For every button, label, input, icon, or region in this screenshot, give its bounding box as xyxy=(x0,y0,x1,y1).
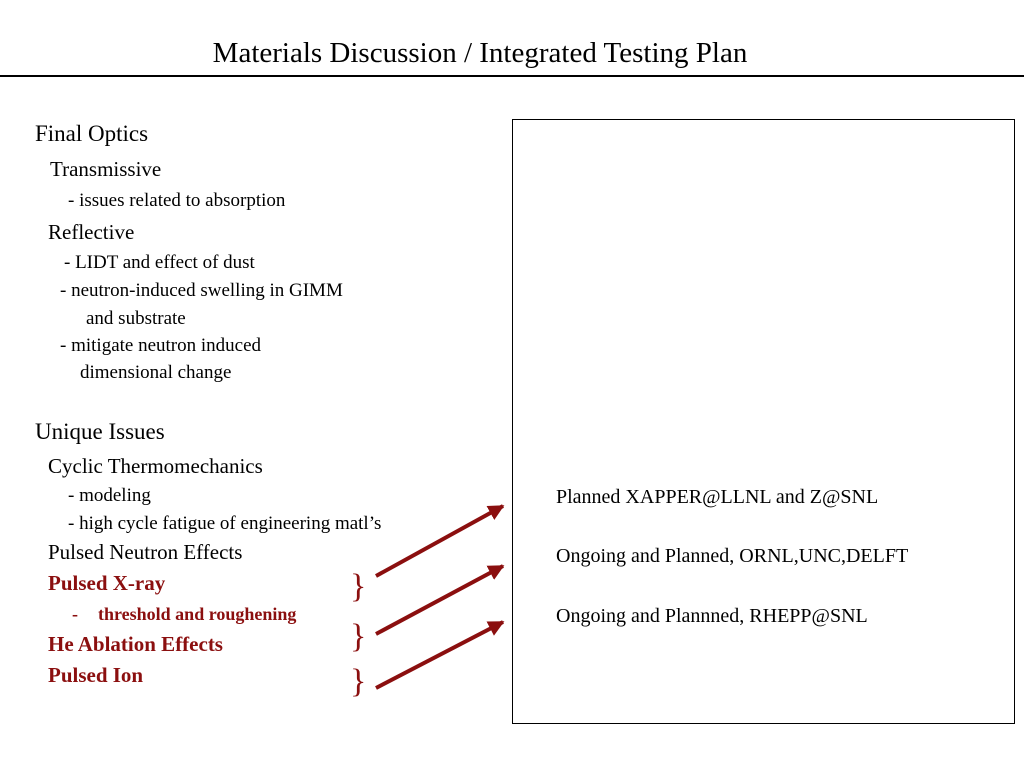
bullet-lidt: - LIDT and effect of dust xyxy=(64,252,255,273)
bullet-mitigate-cont: dimensional change xyxy=(80,362,232,383)
subheading-cyclic: Cyclic Thermomechanics xyxy=(48,454,263,478)
arrow-he-ablation xyxy=(375,564,505,636)
bullet-fatigue: - high cycle fatigue of engineering matl… xyxy=(68,513,382,534)
brace-xray: } xyxy=(350,568,367,605)
title-divider xyxy=(0,75,1024,77)
testing-plan-box xyxy=(512,119,1015,724)
subheading-pulsed-ion: Pulsed Ion xyxy=(48,663,144,687)
arrow-pulsed-ion xyxy=(375,620,505,690)
heading-unique-issues: Unique Issues xyxy=(35,419,165,444)
testing-line-xapper: Planned XAPPER@LLNL and Z@SNL xyxy=(556,486,879,508)
subheading-he-ablation: He Ablation Effects xyxy=(48,632,223,656)
slide-title: Materials Discussion / Integrated Testin… xyxy=(212,37,748,69)
bullet-swelling-cont: and substrate xyxy=(86,308,186,329)
subheading-pulsed-xray: Pulsed X-ray xyxy=(48,571,166,595)
testing-line-ornl: Ongoing and Planned, ORNL,UNC,DELFT xyxy=(556,545,909,567)
brace-he-ablation: } xyxy=(350,618,367,655)
brace-pulsed-ion: } xyxy=(350,663,367,700)
bullet-absorption: - issues related to absorption xyxy=(68,190,286,211)
subheading-reflective: Reflective xyxy=(48,220,135,244)
bullet-swelling: - neutron-induced swelling in GIMM xyxy=(60,280,343,301)
bullet-threshold: threshold and roughening xyxy=(98,604,297,624)
arrow-xray xyxy=(375,504,505,578)
bullet-mitigate: - mitigate neutron induced xyxy=(60,335,262,356)
heading-final-optics: Final Optics xyxy=(35,121,149,146)
testing-line-rhepp: Ongoing and Plannned, RHEPP@SNL xyxy=(556,605,868,627)
bullet-modeling: - modeling xyxy=(68,485,151,506)
subheading-pulsed-neutron: Pulsed Neutron Effects xyxy=(48,540,243,564)
bullet-xray-dash: - xyxy=(72,604,78,624)
subheading-transmissive: Transmissive xyxy=(50,157,162,181)
